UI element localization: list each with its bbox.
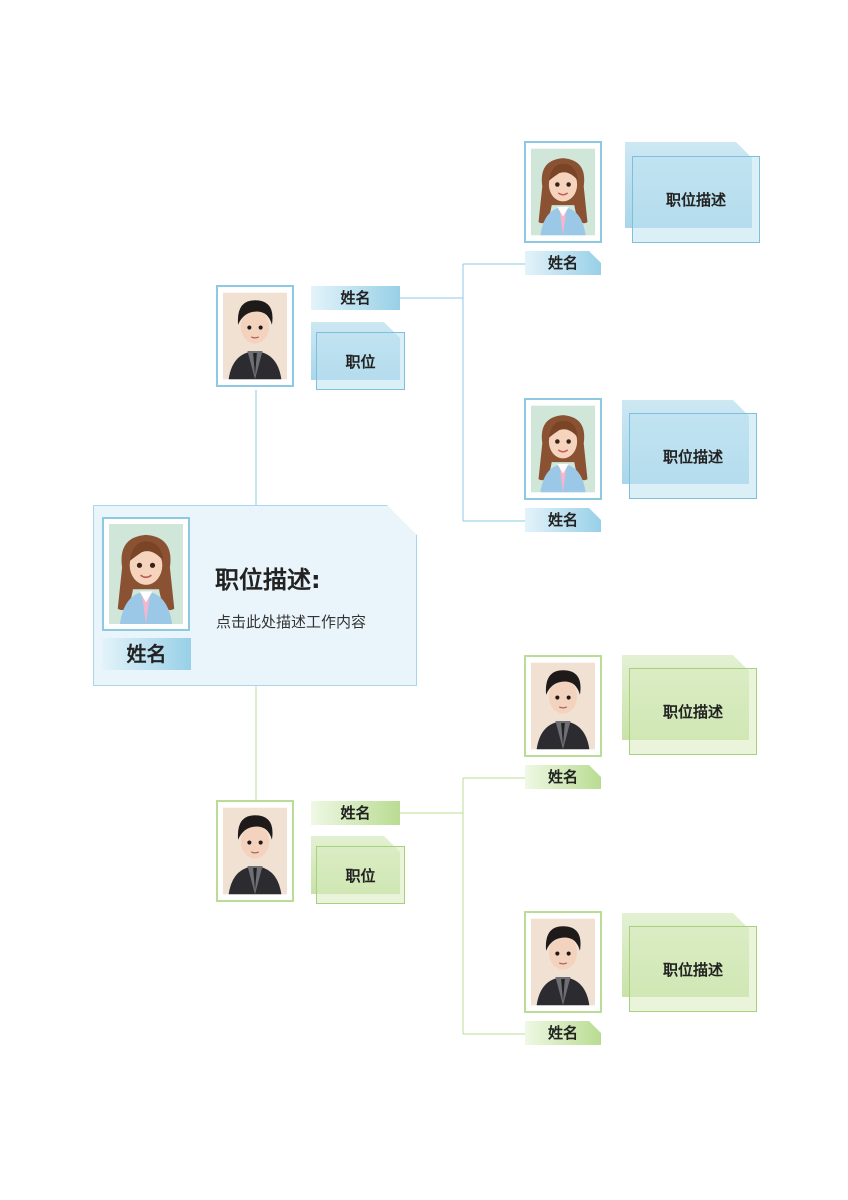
female-portrait-icon [109,524,183,624]
staff-4-name-tag[interactable]: 姓名 [525,1021,601,1045]
female-portrait-icon [531,405,595,493]
male-portrait-icon [223,807,287,895]
staff-4-description: 职位描述 [629,926,757,1012]
staff-2-description: 职位描述 [629,413,757,499]
staff-3-avatar [524,655,602,757]
staff-1-avatar [524,141,602,243]
male-portrait-icon [531,662,595,750]
female-portrait-icon [531,148,595,236]
staff-2-name-tag[interactable]: 姓名 [525,508,601,532]
staff-1-name-tag[interactable]: 姓名 [525,251,601,275]
main-name-tag[interactable]: 姓名 [102,638,191,670]
main-avatar [102,517,190,631]
staff-2-avatar [524,398,602,500]
male-portrait-icon [531,918,595,1006]
manager-2-name-tag[interactable]: 姓名 [311,801,400,825]
main-title: 职位描述: [215,566,321,594]
manager-1-position: 职位 [316,332,405,390]
manager-1-name-tag[interactable]: 姓名 [311,286,400,310]
male-portrait-icon [223,292,287,380]
manager-2-position: 职位 [316,846,405,904]
staff-1-description: 职位描述 [632,156,760,243]
manager-1-avatar [216,285,294,387]
manager-2-avatar [216,800,294,902]
staff-3-description: 职位描述 [629,668,757,755]
main-description[interactable]: 点击此处描述工作内容 [216,613,367,631]
staff-4-avatar [524,911,602,1013]
staff-3-name-tag[interactable]: 姓名 [525,765,601,789]
